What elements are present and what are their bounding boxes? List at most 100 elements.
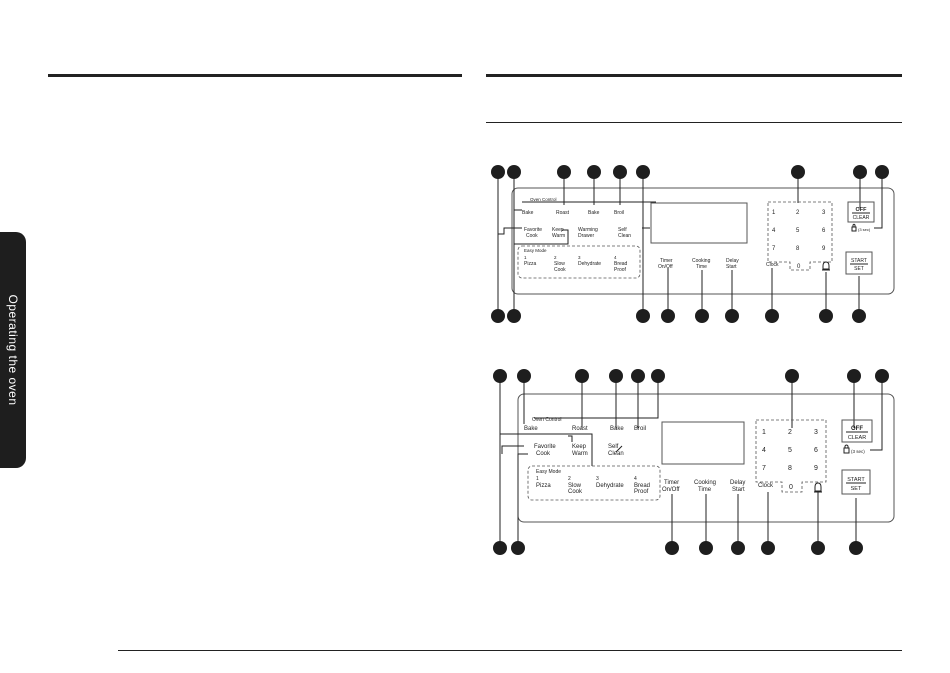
easy-item-num: 2: [568, 476, 571, 482]
display-screen: [661, 421, 745, 465]
key-5[interactable]: 5: [796, 228, 800, 234]
keypad-box: [767, 201, 833, 271]
off-clear-button[interactable]: [841, 419, 873, 443]
self-clean-line2[interactable]: Clean: [618, 233, 631, 239]
bake-label[interactable]: Bake: [610, 426, 624, 432]
start-label: START: [851, 258, 867, 264]
right-column-rule: [486, 74, 902, 77]
key-4[interactable]: 4: [772, 228, 776, 234]
favorite-cook-line1[interactable]: Favorite: [524, 227, 542, 233]
key-7[interactable]: 7: [772, 246, 776, 252]
cooking-time-line1[interactable]: Cooking: [694, 480, 716, 486]
set-label: SET: [851, 486, 862, 492]
easy-item-pizza[interactable]: Pizza: [524, 261, 536, 267]
cooking-time-line1[interactable]: Cooking: [692, 258, 711, 264]
bell-icon[interactable]: [814, 482, 822, 493]
easy-item-bread-proof-line2: Proof: [614, 267, 627, 273]
off-clear-button[interactable]: [847, 201, 875, 223]
start-set-button[interactable]: [845, 251, 873, 275]
off-label: OFF: [851, 426, 863, 432]
easy-mode-box: [517, 245, 641, 279]
easy-item-dehydrate[interactable]: Dehydrate: [596, 483, 624, 489]
easy-item-num: 3: [596, 476, 599, 482]
timer-line1[interactable]: Timer: [660, 258, 673, 264]
easy-item-num: 1: [536, 476, 539, 482]
key-2[interactable]: 2: [796, 210, 800, 216]
start-set-button[interactable]: [841, 469, 871, 495]
timer-line1[interactable]: Timer: [664, 480, 679, 486]
key-6[interactable]: 6: [814, 447, 818, 454]
easy-item-num: 3: [578, 255, 581, 260]
clock-label[interactable]: Clock: [766, 262, 779, 268]
bell-icon[interactable]: [822, 261, 830, 271]
oven-control-label: Oven Control: [530, 197, 557, 202]
key-5[interactable]: 5: [788, 447, 792, 454]
delay-start-line1[interactable]: Delay: [730, 480, 745, 486]
control-panel-diagram-2: Oven Control Bake Roast Bake Broil Favor…: [493, 369, 895, 555]
set-label: SET: [854, 266, 864, 272]
easy-item-bread-proof[interactable]: Bread: [634, 483, 650, 489]
self-clean-line1[interactable]: Self: [618, 227, 627, 233]
keep-warm-line1[interactable]: Keep: [572, 444, 587, 450]
side-tab-label: Operating the oven: [6, 294, 20, 406]
delay-start-line1[interactable]: Delay: [726, 258, 739, 264]
easy-item-slow-cook[interactable]: Slow: [554, 261, 565, 267]
bake-icon-label[interactable]: Bake: [524, 426, 538, 432]
key-0[interactable]: 0: [797, 264, 801, 270]
timer-line2[interactable]: On/Off: [658, 264, 673, 270]
timer-line2[interactable]: On/Off: [662, 487, 680, 493]
broil-label[interactable]: Broil: [634, 426, 646, 432]
key-1[interactable]: 1: [762, 429, 766, 436]
keep-warm-line1[interactable]: Keep: [552, 227, 564, 233]
easy-item-num: 2: [554, 255, 557, 260]
key-4[interactable]: 4: [762, 447, 766, 454]
easy-item-dehydrate[interactable]: Dehydrate: [578, 261, 601, 267]
bake-label[interactable]: Bake: [588, 210, 600, 216]
cooking-time-line2[interactable]: Time: [698, 487, 712, 493]
delay-start-line2[interactable]: Start: [726, 264, 737, 270]
key-9[interactable]: 9: [822, 246, 826, 252]
display-screen: [650, 202, 748, 244]
keep-warm-line2[interactable]: Warm: [552, 233, 565, 239]
favorite-cook-line1[interactable]: Favorite: [534, 444, 556, 450]
self-clean-line1[interactable]: Self: [608, 444, 619, 450]
key-8[interactable]: 8: [796, 246, 800, 252]
section-rule: [486, 122, 902, 123]
bake-icon-label[interactable]: Bake: [522, 210, 534, 216]
off-label: OFF: [856, 207, 868, 213]
key-9[interactable]: 9: [814, 465, 818, 472]
key-8[interactable]: 8: [788, 465, 792, 472]
easy-mode-box: [527, 465, 661, 501]
cooking-time-line2[interactable]: Time: [696, 264, 707, 270]
delay-start-line2[interactable]: Start: [732, 487, 745, 493]
easy-item-num: 1: [524, 255, 527, 260]
warming-drawer-line1[interactable]: Warming: [578, 227, 598, 233]
roast-label[interactable]: Roast: [572, 426, 588, 432]
keypad-box: [755, 419, 827, 493]
section-side-tab: [0, 232, 26, 468]
key-2[interactable]: 2: [788, 429, 792, 436]
clear-label: CLEAR: [848, 435, 866, 441]
key-3[interactable]: 3: [822, 210, 826, 216]
easy-item-slow-cook[interactable]: Slow: [568, 483, 582, 489]
lock-icon: [843, 444, 850, 454]
key-1[interactable]: 1: [772, 210, 776, 216]
key-3[interactable]: 3: [814, 429, 818, 436]
easy-item-bread-proof[interactable]: Bread: [614, 261, 628, 267]
key-6[interactable]: 6: [822, 228, 826, 234]
key-7[interactable]: 7: [762, 465, 766, 472]
favorite-cook-line2[interactable]: Cook: [536, 451, 551, 457]
keep-warm-line2[interactable]: Warm: [572, 451, 588, 457]
favorite-cook-line2[interactable]: Cook: [526, 233, 538, 239]
easy-item-bread-proof-line2: Proof: [634, 489, 649, 495]
warming-drawer-line2[interactable]: Drawer: [578, 233, 594, 239]
easy-mode-label: Easy Mode: [524, 248, 547, 253]
panel-outline: [511, 187, 895, 295]
footer-rule: [118, 650, 902, 651]
easy-item-pizza[interactable]: Pizza: [536, 483, 551, 489]
self-clean-line2[interactable]: Clean: [608, 451, 624, 457]
broil-label[interactable]: Broil: [614, 210, 624, 216]
key-0[interactable]: 0: [789, 484, 793, 491]
roast-label[interactable]: Roast: [556, 210, 570, 216]
clock-label[interactable]: Clock: [758, 483, 774, 489]
